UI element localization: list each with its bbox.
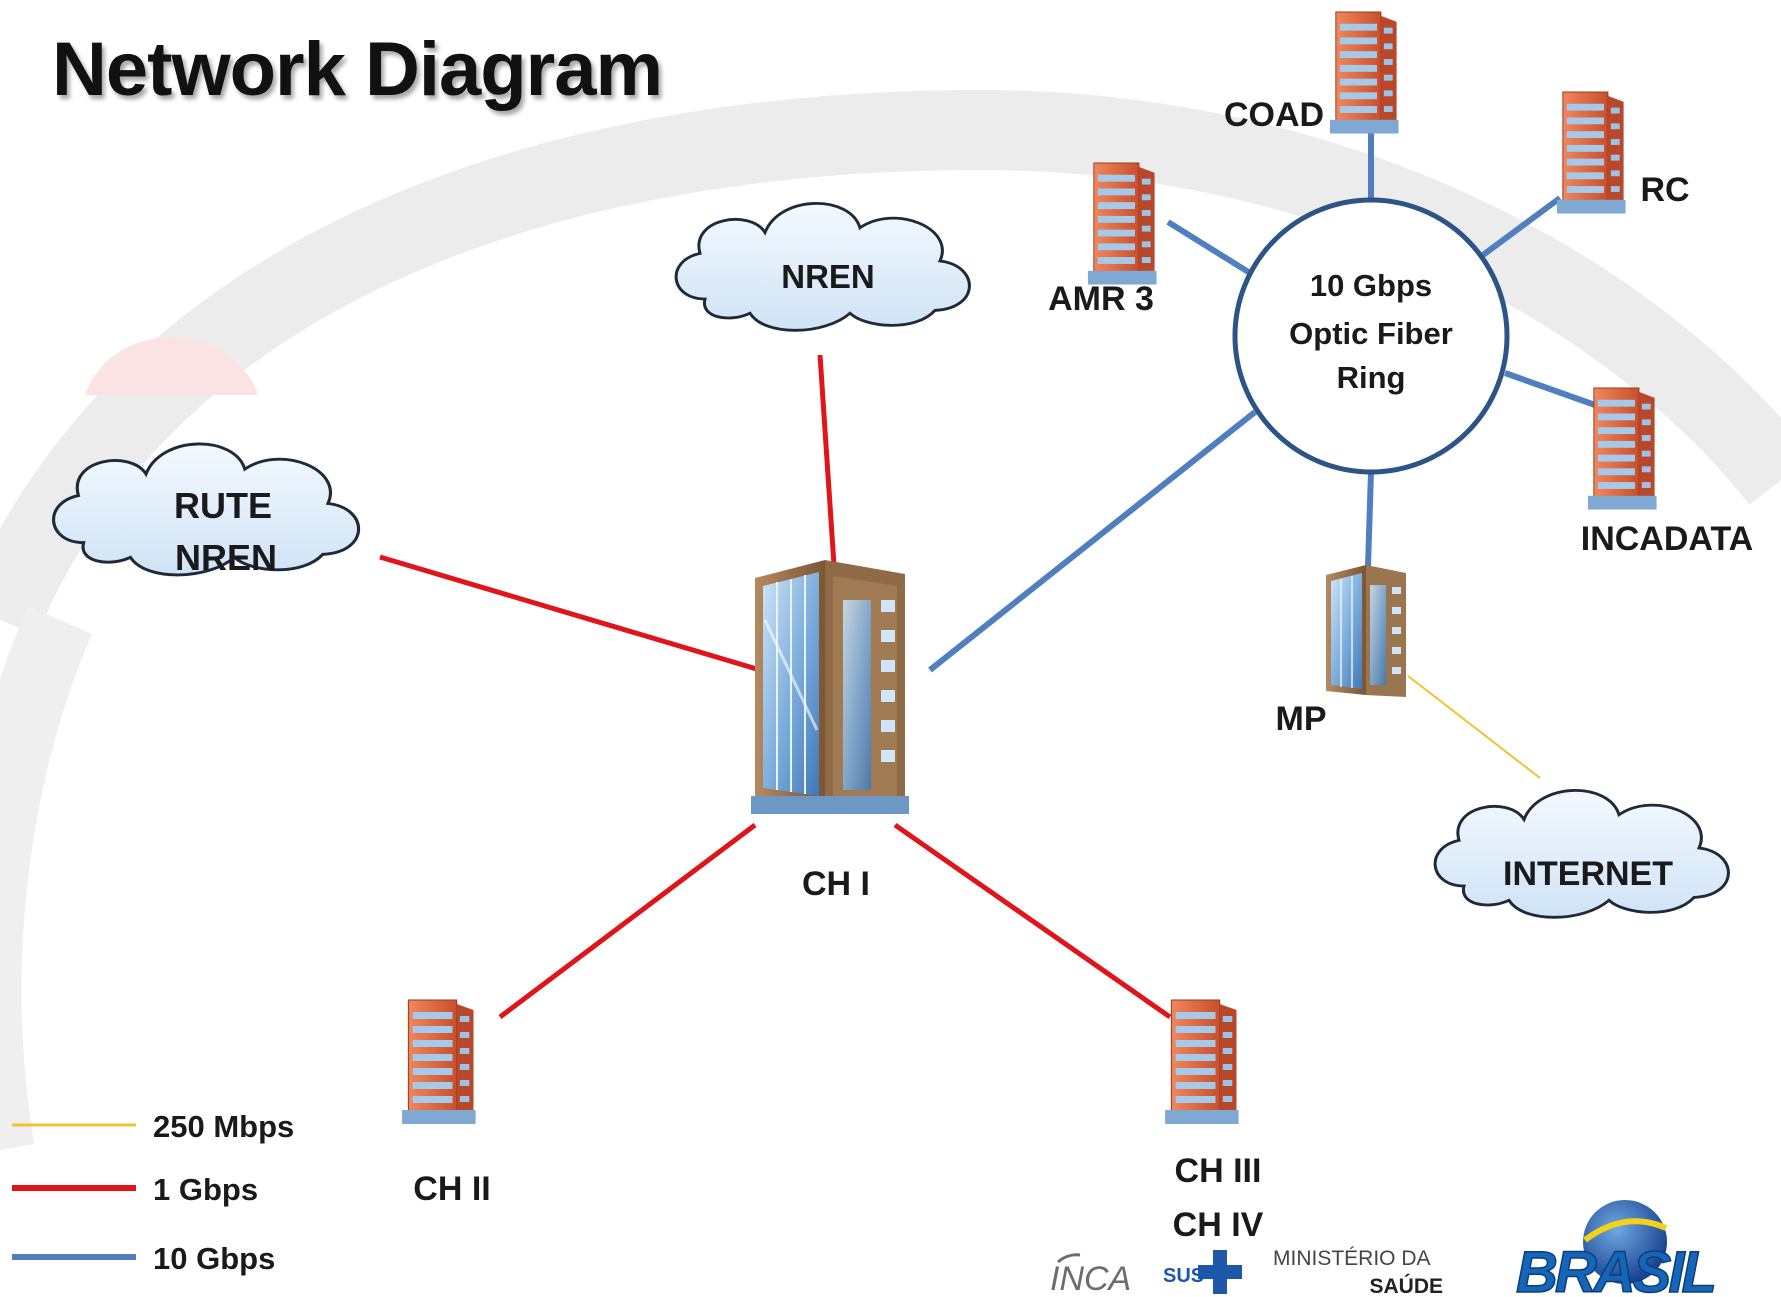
building-amr3: AMR 3 <box>1048 162 1158 318</box>
page-title: Network Diagram <box>52 27 663 112</box>
building-coad: COAD <box>1224 11 1400 135</box>
link-amr3-ring <box>1166 219 1252 276</box>
ring-label-line3: Ring <box>1337 360 1406 395</box>
sus-logo-text: SUS <box>1163 1265 1204 1287</box>
legend-label-1gbps: 1 Gbps <box>153 1172 258 1207</box>
ministerio-saude-logo: MINISTÉRIO DA SAÚDE <box>1273 1247 1443 1297</box>
building-ch2-label: CH II <box>413 1170 490 1208</box>
building-ch4-label: CH IV <box>1173 1206 1264 1244</box>
ring-label-line2: Optic Fiber <box>1289 316 1453 351</box>
building-rc-label: RC <box>1640 171 1689 209</box>
link-ch1-ch2 <box>498 823 757 1019</box>
inca-logo: INCA <box>1050 1253 1131 1297</box>
cloud-nren-label: NREN <box>781 258 875 295</box>
cloud-rute-label-line1: RUTE <box>174 485 272 526</box>
link-ch1-ring <box>928 409 1257 673</box>
building-incadata-label: INCADATA <box>1581 520 1754 558</box>
link-ch1-nren <box>817 354 837 566</box>
building-incadata: INCADATA <box>1581 387 1754 558</box>
cloud-icon <box>1433 788 1730 919</box>
link-incadata-ring <box>1503 370 1597 408</box>
building-ch1-label: CH I <box>802 865 870 903</box>
building-coad-label: COAD <box>1224 96 1324 134</box>
orange-building-icon <box>1164 999 1240 1125</box>
link-rc-ring <box>1481 195 1562 258</box>
cloud-internet: INTERNET <box>1433 788 1730 919</box>
cloud-nren: NREN <box>674 201 971 332</box>
legend: 250 Mbps 1 Gbps 10 Gbps <box>12 1109 294 1276</box>
legend-label-250mbps: 250 Mbps <box>153 1109 294 1144</box>
cloud-internet-label: INTERNET <box>1503 855 1673 893</box>
orange-building-icon <box>1329 11 1400 135</box>
brasil-logo: BRASIL <box>1515 1200 1718 1297</box>
optic-fiber-ring: 10 Gbps Optic Fiber Ring <box>1232 197 1510 475</box>
building-ch1: CH I <box>749 558 911 903</box>
building-ch2: CH II <box>401 999 491 1208</box>
building-rc: RC <box>1556 91 1690 215</box>
ring-label-line1: 10 Gbps <box>1310 268 1432 303</box>
building-ch3-ch4: CH III CH IV <box>1164 999 1264 1244</box>
link-ch1-ch3 <box>893 822 1172 1020</box>
building-amr3-label: AMR 3 <box>1048 280 1154 318</box>
ministerio-line2: SAÚDE <box>1369 1274 1443 1297</box>
inca-logo-text: INCA <box>1050 1260 1131 1297</box>
glass-tower-icon <box>1325 564 1407 698</box>
building-ch3-label: CH III <box>1175 1152 1262 1190</box>
link-mp-ring <box>1365 471 1374 567</box>
link-ch1-rute <box>379 554 761 673</box>
glass-tower-icon <box>749 558 911 816</box>
building-mp-label: MP <box>1276 700 1327 738</box>
cloud-rute-nren: RUTE NREN <box>52 442 361 578</box>
background-red-blob <box>85 337 258 395</box>
brasil-logo-text: BRASIL <box>1516 1240 1714 1297</box>
orange-building-icon <box>1087 162 1158 286</box>
building-mp: MP <box>1276 564 1407 738</box>
orange-building-icon <box>1556 91 1627 215</box>
background-arc-tail <box>0 605 93 1150</box>
link-mp-internet <box>1407 675 1541 779</box>
sus-logo: SUS <box>1163 1250 1242 1294</box>
footer-logos: INCA SUS MINISTÉRIO DA SAÚDE BRASIL <box>1050 1200 1718 1297</box>
orange-building-icon <box>1587 387 1658 511</box>
legend-label-10gbps: 10 Gbps <box>153 1241 275 1276</box>
ministerio-line1: MINISTÉRIO DA <box>1273 1247 1431 1270</box>
cloud-rute-label-line2: NREN <box>175 537 277 578</box>
orange-building-icon <box>401 999 477 1125</box>
